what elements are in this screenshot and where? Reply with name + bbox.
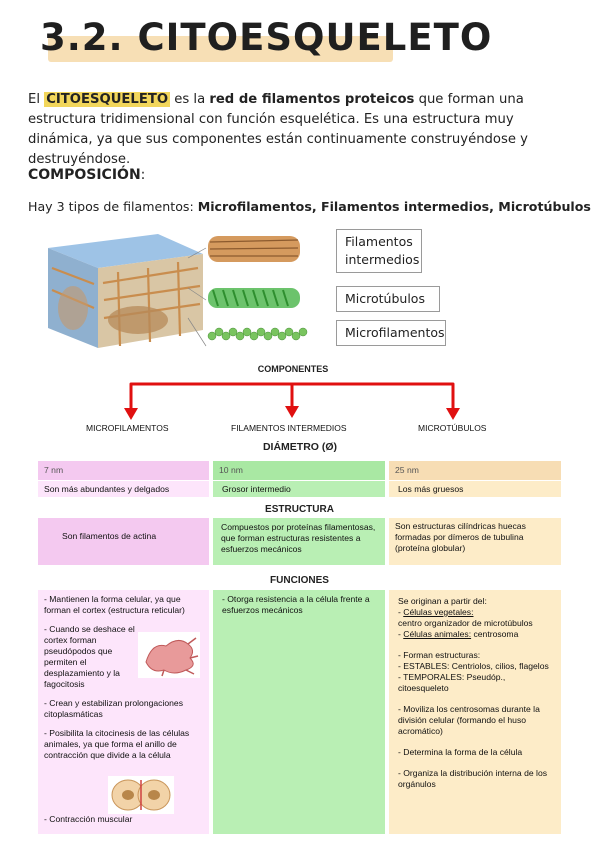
diameter-microfilaments: 7 nm [38, 461, 209, 480]
column-label-microfilaments: MICROFILAMENTOS [86, 423, 169, 433]
cytoskeleton-illustration [48, 234, 308, 348]
types-lead: Hay 3 tipos de filamentos: [28, 199, 198, 214]
composition-heading: COMPOSICIÓN: [28, 167, 145, 183]
label-intermediate-filaments: Filamentos intermedios [336, 229, 422, 273]
title-block: 3.2. CITOESQUELETO [40, 14, 491, 66]
size-note-intermediate: Grosor intermedio [213, 481, 385, 497]
intro-bold-phrase: red de filamentos proteicos [209, 92, 415, 107]
diameter-heading: DIÁMETRO (Ø) [262, 441, 338, 453]
functions-microtubules: Se originan a partir del: - Células vege… [389, 590, 561, 834]
filament-types-line: Hay 3 tipos de filamentos: Microfilament… [28, 199, 591, 214]
tubule-structures-lead: - Forman estructuras: [398, 650, 481, 660]
animal-text: centrosoma [473, 629, 519, 639]
cytokinesis-illustration [108, 776, 174, 814]
functions-microfilaments: - Mantienen la forma celular, ya que for… [38, 590, 209, 834]
tubule-organize: - Organiza la distribución interna de lo… [398, 768, 548, 789]
intermediate-filament-drawing [208, 236, 300, 262]
zoom-lines [187, 247, 207, 347]
components-arrows [124, 382, 460, 420]
column-label-intermediate: FILAMENTOS INTERMEDIOS [231, 423, 347, 433]
components-heading: COMPONENTES [257, 364, 329, 374]
tubule-veg: - Células vegetales: [398, 607, 474, 617]
title-highlight [48, 36, 393, 62]
veg-label: Células vegetales: [403, 607, 474, 617]
structure-microtubules: Son estructuras cilíndricas huecas forma… [389, 518, 561, 565]
label-microfilaments: Microfilamentos [336, 320, 446, 346]
microfilament-drawing [207, 327, 308, 341]
tubule-veg-text: centro organizador de microtúbulos [398, 618, 533, 628]
label-microtubules: Microtúbulos [336, 286, 440, 312]
intro-lead: El [28, 92, 45, 107]
size-note-microtubules: Los más gruesos [389, 481, 561, 497]
animal-label: Células animales: [403, 629, 472, 639]
function-item: - Cuando se deshace el cortex forman pse… [44, 624, 135, 689]
organelle [58, 286, 88, 330]
tubule-stable: - ESTABLES: Centriolos, cilios, flagelos [398, 661, 549, 671]
microtubule-drawing [208, 288, 300, 308]
mitochondrion [108, 306, 168, 334]
tubule-temporal: - TEMPORALES: Pseudóp., citoesqueleto [398, 672, 506, 693]
functions-intermediate: - Otorga resistencia a la célula frente … [213, 590, 385, 834]
function-item: - Posibilita la citocinesis de las célul… [44, 728, 190, 760]
structure-intermediate: Compuestos por proteínas filamentosas, q… [213, 518, 385, 565]
intro-paragraph: El CITOESQUELETO es la red de filamentos… [28, 90, 580, 170]
intro-mid: es la [170, 92, 210, 107]
pseudopod-cell-illustration [138, 632, 200, 678]
structure-microfilaments: Son filamentos de actina [38, 518, 209, 565]
membrane-top [48, 234, 203, 268]
diameter-microtubules: 25 nm [389, 461, 561, 480]
arrow-head-left [124, 408, 138, 420]
arrow-head-center [285, 406, 299, 418]
tubule-origin-lead: Se originan a partir del: [398, 596, 487, 606]
function-item: - Contracción muscular [44, 814, 133, 824]
function-item: - Otorga resistencia a la célula frente … [222, 594, 370, 615]
tubule-shape: - Determina la forma de la célula [398, 747, 523, 757]
function-item: - Crean y estabilizan prolongaciones cit… [44, 698, 184, 719]
structure-heading: ESTRUCTURA [265, 504, 334, 515]
arrow-head-right [446, 408, 460, 420]
intro-rest: que forman una estructura tridimensional… [28, 92, 528, 167]
function-item: - Mantienen la forma celular, ya que for… [44, 594, 185, 615]
diameter-intermediate: 10 nm [213, 461, 385, 480]
tubule-animal: - Células animales: centrosoma [398, 629, 519, 639]
tubule-mobilize: - Moviliza los centrosomas durante la di… [398, 704, 540, 736]
column-label-microtubules: MICROTÚBULOS [418, 423, 487, 433]
page-title: 3.2. CITOESQUELETO [40, 16, 493, 59]
composition-colon: : [140, 167, 146, 183]
size-note-microfilaments: Son más abundantes y delgados [38, 481, 209, 497]
composition-heading-text: COMPOSICIÓN [28, 167, 141, 183]
types-bold: Microfilamentos, Filamentos intermedios,… [197, 199, 591, 214]
functions-heading: FUNCIONES [270, 575, 329, 586]
intro-keyword: CITOESQUELETO [44, 92, 171, 107]
